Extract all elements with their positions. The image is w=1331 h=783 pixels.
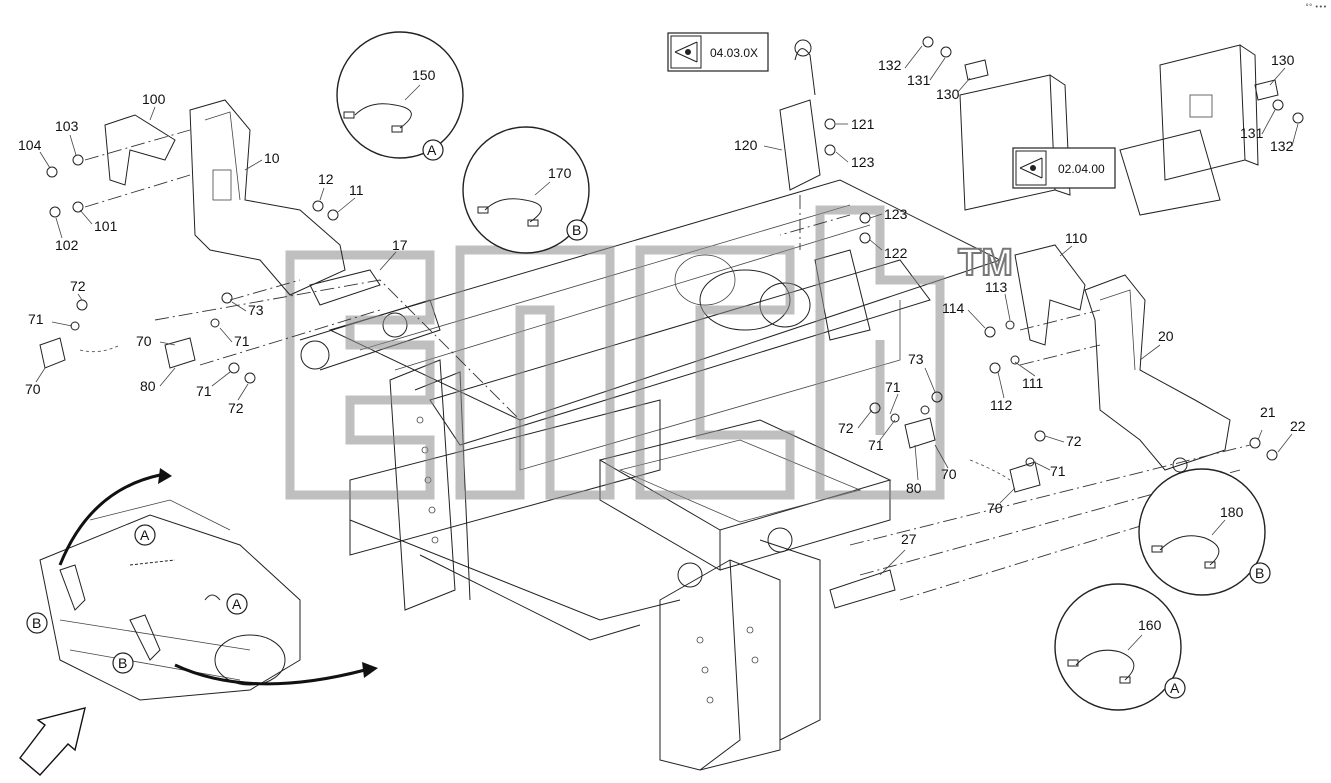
- detail-letter: B: [1255, 565, 1264, 581]
- part-label: 121: [851, 116, 875, 132]
- eye-icon: [674, 41, 698, 63]
- part-label: 123: [884, 206, 908, 222]
- part-label: 71: [868, 437, 884, 453]
- part-label: 113: [985, 279, 1008, 295]
- machine-frame: [299, 179, 1002, 771]
- part-label: 73: [908, 351, 924, 367]
- overview-marker-b: B: [32, 615, 41, 631]
- part-label: 20: [1158, 328, 1174, 344]
- leader-lines: [35, 45, 1299, 576]
- part-label: 70: [136, 333, 152, 349]
- reference-label: 02.04.00: [1058, 162, 1105, 176]
- reference-box-040300x[interactable]: 04.03.0X: [667, 32, 769, 72]
- detail-circle-180: 180 B: [1138, 468, 1271, 596]
- detail-letter: A: [1170, 680, 1180, 696]
- part-label: 110: [1065, 230, 1088, 246]
- part-label: 70: [941, 466, 957, 482]
- left-bracket-assembly: [39, 99, 521, 421]
- part-label: 120: [734, 137, 758, 153]
- part-label: 71: [234, 333, 250, 349]
- part-label: 103: [55, 118, 79, 134]
- part-label: 22: [1290, 418, 1306, 434]
- watermark-text: elisa: [0, 0, 3, 1]
- part-label: 114: [942, 300, 965, 316]
- detail-letter: B: [572, 222, 581, 238]
- part-label: 72: [228, 400, 244, 416]
- part-label: 80: [906, 480, 922, 496]
- part-label: 132: [1270, 138, 1294, 154]
- part-label: 72: [838, 420, 854, 436]
- part-label: 101: [94, 218, 118, 234]
- part-label: 130: [1271, 52, 1295, 68]
- part-label: 112: [990, 397, 1013, 413]
- right-bracket-assembly: [829, 244, 1278, 609]
- overview-marker-b: B: [118, 655, 127, 671]
- detail-circle-170: 170 B: [462, 126, 590, 254]
- detail-circle-160: 160 A: [1054, 583, 1186, 711]
- detail-number: 160: [1138, 617, 1162, 633]
- control-panel-assembly: [922, 36, 1304, 216]
- part-label: 71: [28, 311, 44, 327]
- overview-marker-a: A: [140, 527, 150, 543]
- part-label: 11: [349, 182, 364, 198]
- reference-label: 04.03.0X: [710, 46, 758, 60]
- part-label: 80: [140, 378, 156, 394]
- part-label: 111: [1022, 375, 1043, 391]
- detail-number: 150: [412, 67, 436, 83]
- part-label: 72: [1066, 433, 1082, 449]
- part-label: 131: [1240, 125, 1264, 141]
- part-label: 104: [18, 137, 42, 153]
- watermark-tm: TM: [958, 242, 1013, 284]
- part-label: 130: [936, 86, 960, 102]
- part-label: 17: [392, 237, 408, 253]
- part-label: 72: [70, 278, 86, 294]
- part-label: 102: [55, 237, 79, 253]
- part-label: 71: [196, 383, 212, 399]
- overview-machine: A A B B: [19, 468, 378, 776]
- detail-number: 180: [1220, 504, 1244, 520]
- eye-icon: [1019, 157, 1043, 179]
- part-label: 70: [987, 500, 1003, 516]
- part-label: 123: [851, 154, 875, 170]
- reference-box-020400[interactable]: 02.04.00: [1012, 147, 1116, 189]
- part-label: 131: [907, 72, 931, 88]
- detail-circle-150: 150 A: [336, 31, 464, 161]
- eye-pupil-icon: [1030, 165, 1036, 171]
- part-label: 27: [901, 531, 917, 547]
- eye-pupil-icon: [685, 49, 691, 55]
- detail-number: 170: [548, 165, 572, 181]
- part-label: 122: [884, 245, 908, 261]
- center-sensor-assembly: [779, 39, 871, 250]
- overview-marker-a: A: [232, 596, 242, 612]
- detail-letter: A: [427, 142, 437, 158]
- part-label: 132: [878, 57, 902, 73]
- part-label: 71: [885, 379, 901, 395]
- part-label: 10: [264, 150, 280, 166]
- part-label: 70: [25, 381, 41, 397]
- corner-mark: °° •••: [1305, 3, 1327, 11]
- watermark: TM elisa: [0, 0, 1014, 500]
- part-labels: 100 103 104 10 101 102 12 11 17 72 71 70…: [18, 52, 1306, 547]
- part-label: 73: [248, 302, 264, 318]
- part-label: 71: [1050, 463, 1066, 479]
- part-label: 21: [1260, 404, 1276, 420]
- direction-arrow-icon: [19, 707, 86, 776]
- part-label: 100: [142, 91, 166, 107]
- part-label: 12: [318, 171, 334, 187]
